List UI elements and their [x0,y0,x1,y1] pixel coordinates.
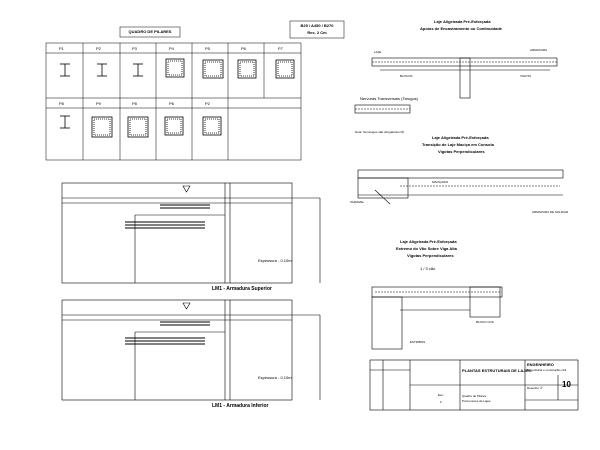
scale-label: Esc.: [438,393,445,397]
detail-label: ARMADURA [530,48,548,52]
pillar-label: P5 [205,46,210,51]
detail-1b-note: Nota: Só tarugos são obrigatórios (5) [355,130,405,134]
plan-1-title: LM1 - Armadura Superior [212,286,272,292]
pillar-label: P9 [96,101,101,106]
detail-label: BLOCO COF. [476,320,495,324]
project-title: PLANTAS ESTRUTURAIS DE LAJES [462,368,531,373]
detail-2-sub2: Vigotas Perpendiculares [438,149,485,154]
pillar-label: P4 [169,46,174,51]
detail-1-subtitle: Apoios de Encastramento ou Continuidade [420,26,503,31]
column-sections [91,58,295,138]
pillar-label: P6 [241,46,246,51]
title-block-grid [369,359,579,411]
scale-value: 1: [440,400,443,404]
pillar-label: P2 [205,101,210,106]
detail-2 [357,169,564,205]
detail-3-sub1: Extremo do Vão Sobre Viga Alta [396,246,457,251]
pillar-table-title: QUADRO DE PILARES [128,29,172,34]
detail-1-title: Laje Aligeirada Pré-Esforçada [434,19,491,24]
detail-label: ESTRIBOS [410,340,426,344]
detail-label: ARMADURA DE SOLIDAR [532,210,569,214]
detail-label: VIGOTA [520,74,532,78]
pillar-label: P3 [132,46,137,51]
detail-label: VARIAVEL [350,200,365,204]
spec-line-2: Rec. 2 Cm [307,30,327,35]
detail-1b-title: Nervuras Transversais (Tarugos) [360,96,419,101]
detail-3-dimension: 1 / 3 vão [420,266,436,271]
detail-label: LAJE [374,50,382,54]
plan-1-note: Espessura - 0.10m [258,258,292,263]
pillar-label: P6 [169,101,174,106]
detail-label: BLOCOS [400,74,413,78]
pillar-label: P2 [96,46,101,51]
detail-2-title: Laje Aligeirada Pré-Esforçada [432,135,489,140]
company-subtitle: Engenharia e construção civil [527,368,567,372]
plan-2-note: Espessura - 0.10m [258,375,292,380]
pillar-symbols [60,63,143,129]
detail-3-sub2: Vigotas Perpendiculares [407,253,454,258]
pillar-label: P8 [59,101,64,106]
company-name: ENGENHEIRO [527,362,554,367]
detail-3 [371,286,503,350]
pillar-table-grid [45,42,302,161]
content-line-1: Quadro de Pilares [462,394,487,398]
detail-label: MACIÇADO [432,180,449,184]
detail-1 [354,57,558,114]
sheet-number: 10 [562,380,571,389]
plan-2-title: LM1 - Armadura Inferior [212,403,269,409]
drawing-label: Desenho nº [527,386,543,390]
spec-line-1: B25 / A450 / B270 [300,23,334,28]
pillar-label: P7 [278,46,283,51]
plan-inferior [61,299,321,401]
pillar-label: P1 [59,46,64,51]
content-line-2: Pormenores de Lajes [462,399,491,403]
plan-superior [61,182,321,284]
detail-3-title: Laje Aligeirada Pré-Esforçada [400,239,457,244]
detail-2-sub1: Transição de Laje Maciça em Consola [422,142,494,147]
pillar-label: P8 [132,101,137,106]
